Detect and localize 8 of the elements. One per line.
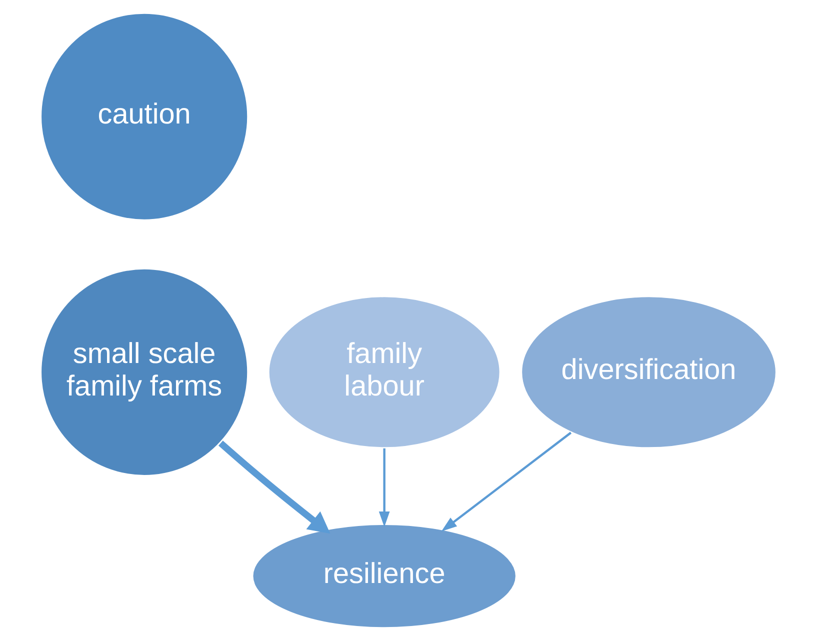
arrow [440,432,572,532]
arrow [378,448,390,528]
node-circle: small scale family farms [38,267,249,478]
node-ellipse: resilience [250,522,518,630]
node-ellipse: diversification [519,294,778,450]
node-circle: caution [38,12,249,222]
node-ellipse: family labour [266,294,502,450]
arrow [218,440,330,534]
